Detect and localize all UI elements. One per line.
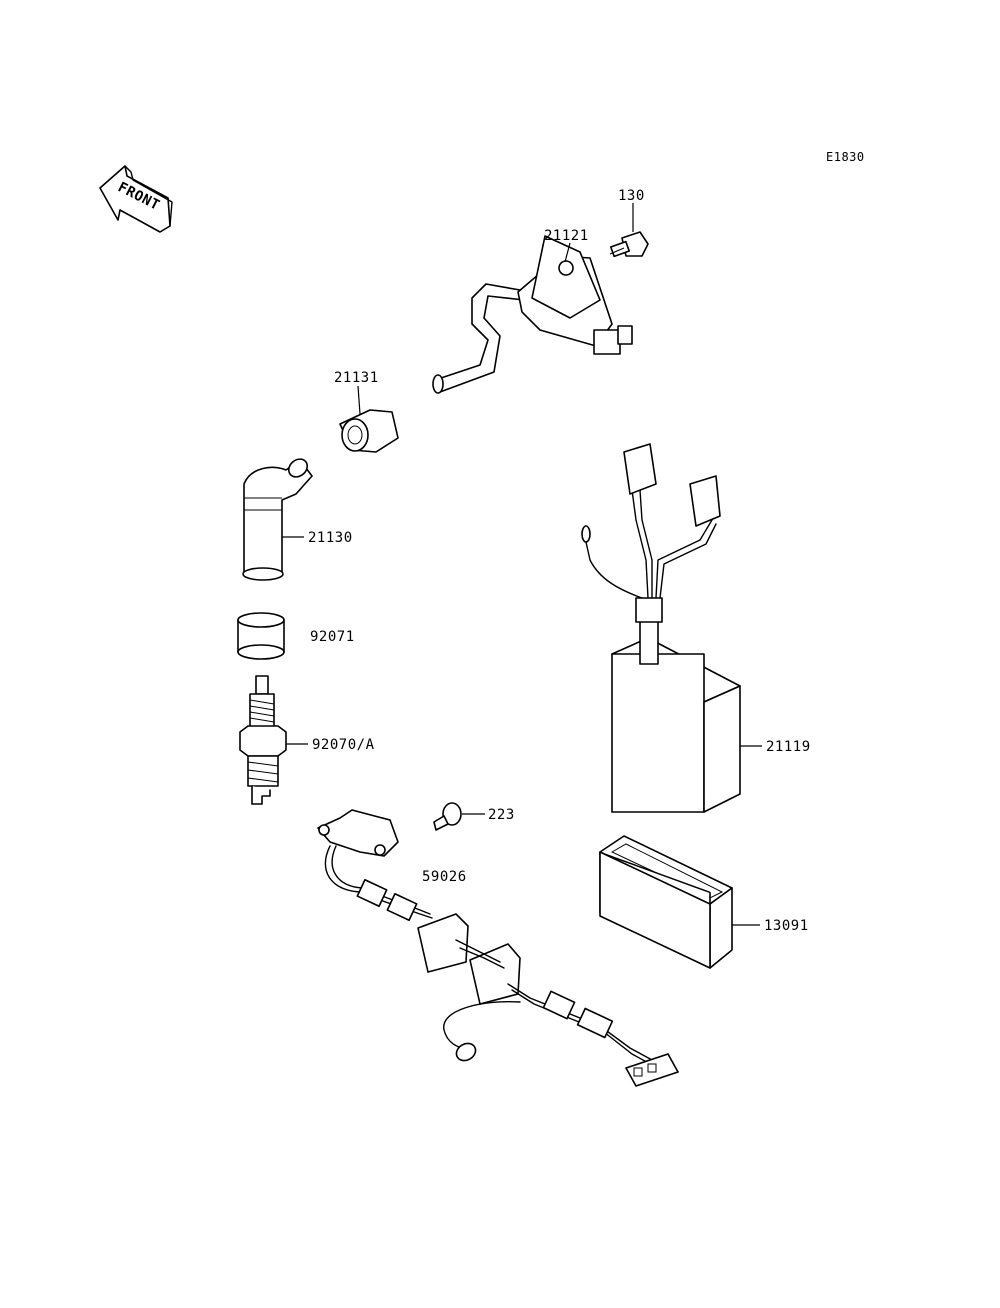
ignition-coil-21121-icon [432, 235, 633, 394]
bushing-92071-icon [237, 612, 285, 660]
igniter-21119-icon [581, 443, 762, 813]
label-21130[interactable]: 21130 [308, 530, 353, 546]
screw-223-icon [433, 802, 485, 831]
label-130[interactable]: 130 [618, 188, 645, 204]
pickup-coil-59026-icon [317, 809, 679, 1087]
spark-plug-92070-icon [239, 675, 308, 805]
bracket-13091-icon [599, 835, 760, 969]
label-21131[interactable]: 21131 [334, 370, 379, 386]
label-13091[interactable]: 13091 [764, 918, 809, 934]
plug-cap-21131-icon [339, 385, 399, 453]
bolt-130-icon [609, 203, 649, 258]
label-21119[interactable]: 21119 [766, 739, 811, 755]
spark-plug-cap-21130-icon [242, 458, 313, 581]
label-223[interactable]: 223 [488, 807, 515, 823]
label-92070[interactable]: 92070/A [312, 737, 375, 753]
front-arrow-icon: FRONT [99, 165, 173, 233]
label-92071[interactable]: 92071 [310, 629, 355, 645]
label-59026[interactable]: 59026 [422, 869, 467, 885]
label-21121[interactable]: 21121 [544, 228, 589, 244]
diagram-code: E1830 [826, 150, 865, 164]
